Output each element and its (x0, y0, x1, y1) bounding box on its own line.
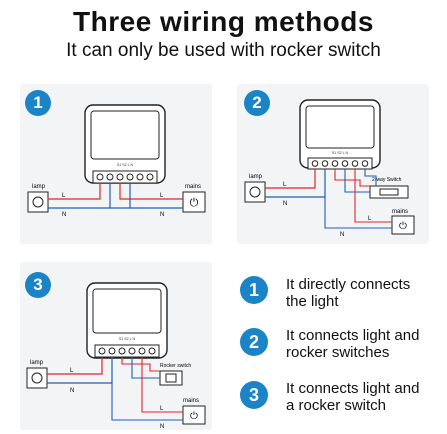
wire-n-label-3b: N (160, 424, 164, 430)
terminal-label-1: S1 S2 L N (117, 163, 134, 167)
mains-label-2: mains (392, 209, 408, 215)
legend-line-3b: a rocker switch (286, 397, 387, 414)
wire-l-label-2b: L (368, 216, 372, 222)
wire-l-label-2: L (283, 182, 287, 188)
step-badge-3: 3 (25, 272, 51, 298)
svg-text:⏻: ⏻ (190, 197, 199, 209)
page-subtitle: It can only be used with rocker switch (66, 40, 381, 61)
terminal-label-2: S1 S2 L N (332, 151, 349, 155)
step-badge-1: 1 (25, 90, 51, 116)
lamp-label-1: lamp (32, 184, 46, 190)
wire-l-label-3b: L (160, 406, 164, 412)
rocker-switch-label: Rocker switch (160, 363, 191, 369)
lamp-icon-2 (244, 181, 266, 203)
wire-n-label-1: N (62, 212, 66, 218)
mains-label-3: mains (183, 398, 199, 404)
wire-l-label-3: L (70, 368, 74, 374)
device-module-2: S1 S2 L N (299, 99, 381, 170)
lamp-icon-3 (26, 367, 48, 389)
terminal-label-3: S1 S2 L N (119, 337, 136, 341)
plug-icon-1 (182, 191, 206, 213)
device-module-1: S1 S2 L N (84, 104, 166, 184)
wire-n-label-1b: N (160, 212, 164, 218)
legend-text-1: It directly connects the light (286, 276, 410, 310)
legend-badge-3: 3 (240, 381, 268, 409)
wire-n-label-2: N (283, 201, 287, 207)
wire-n-label-2b: N (340, 232, 344, 238)
legend-badge-1: 1 (240, 276, 268, 304)
plug-icon-3 (182, 405, 206, 425)
device-module-3: S1 S2 L N (86, 282, 168, 359)
wire-n-label-3: N (70, 388, 74, 394)
rocker-switch-icon (159, 370, 183, 386)
step-badge-2: 2 (244, 90, 270, 116)
legend-text-2: It connects light and rocker switches (286, 327, 419, 361)
legend-text-3: It connects light and a rocker switch (286, 380, 419, 414)
lamp-label-3: lamp (30, 360, 44, 366)
lamp-icon-1 (27, 191, 49, 213)
svg-text:⏻: ⏻ (399, 221, 407, 232)
two-way-switch-icon (369, 185, 409, 199)
legend-line-2b: rocker switches (286, 344, 390, 361)
wire-l-label-1b: L (160, 193, 164, 199)
lamp-label-2: lamp (249, 174, 263, 180)
legend-line-3a: It connects light and (286, 380, 420, 397)
svg-text:⏻: ⏻ (190, 411, 198, 422)
legend-line-1a: It directly connects (286, 276, 411, 293)
mains-label-1: mains (185, 184, 201, 190)
page-title: Three wiring methods (73, 6, 374, 37)
legend-badge-2: 2 (240, 328, 268, 356)
two-way-switch-label: 2-way Switch (372, 177, 402, 183)
plug-icon-2 (391, 215, 415, 235)
legend-line-2a: It connects light and (286, 327, 420, 344)
wire-l-label-1: L (62, 193, 66, 199)
legend-line-1b: the light (286, 293, 339, 310)
